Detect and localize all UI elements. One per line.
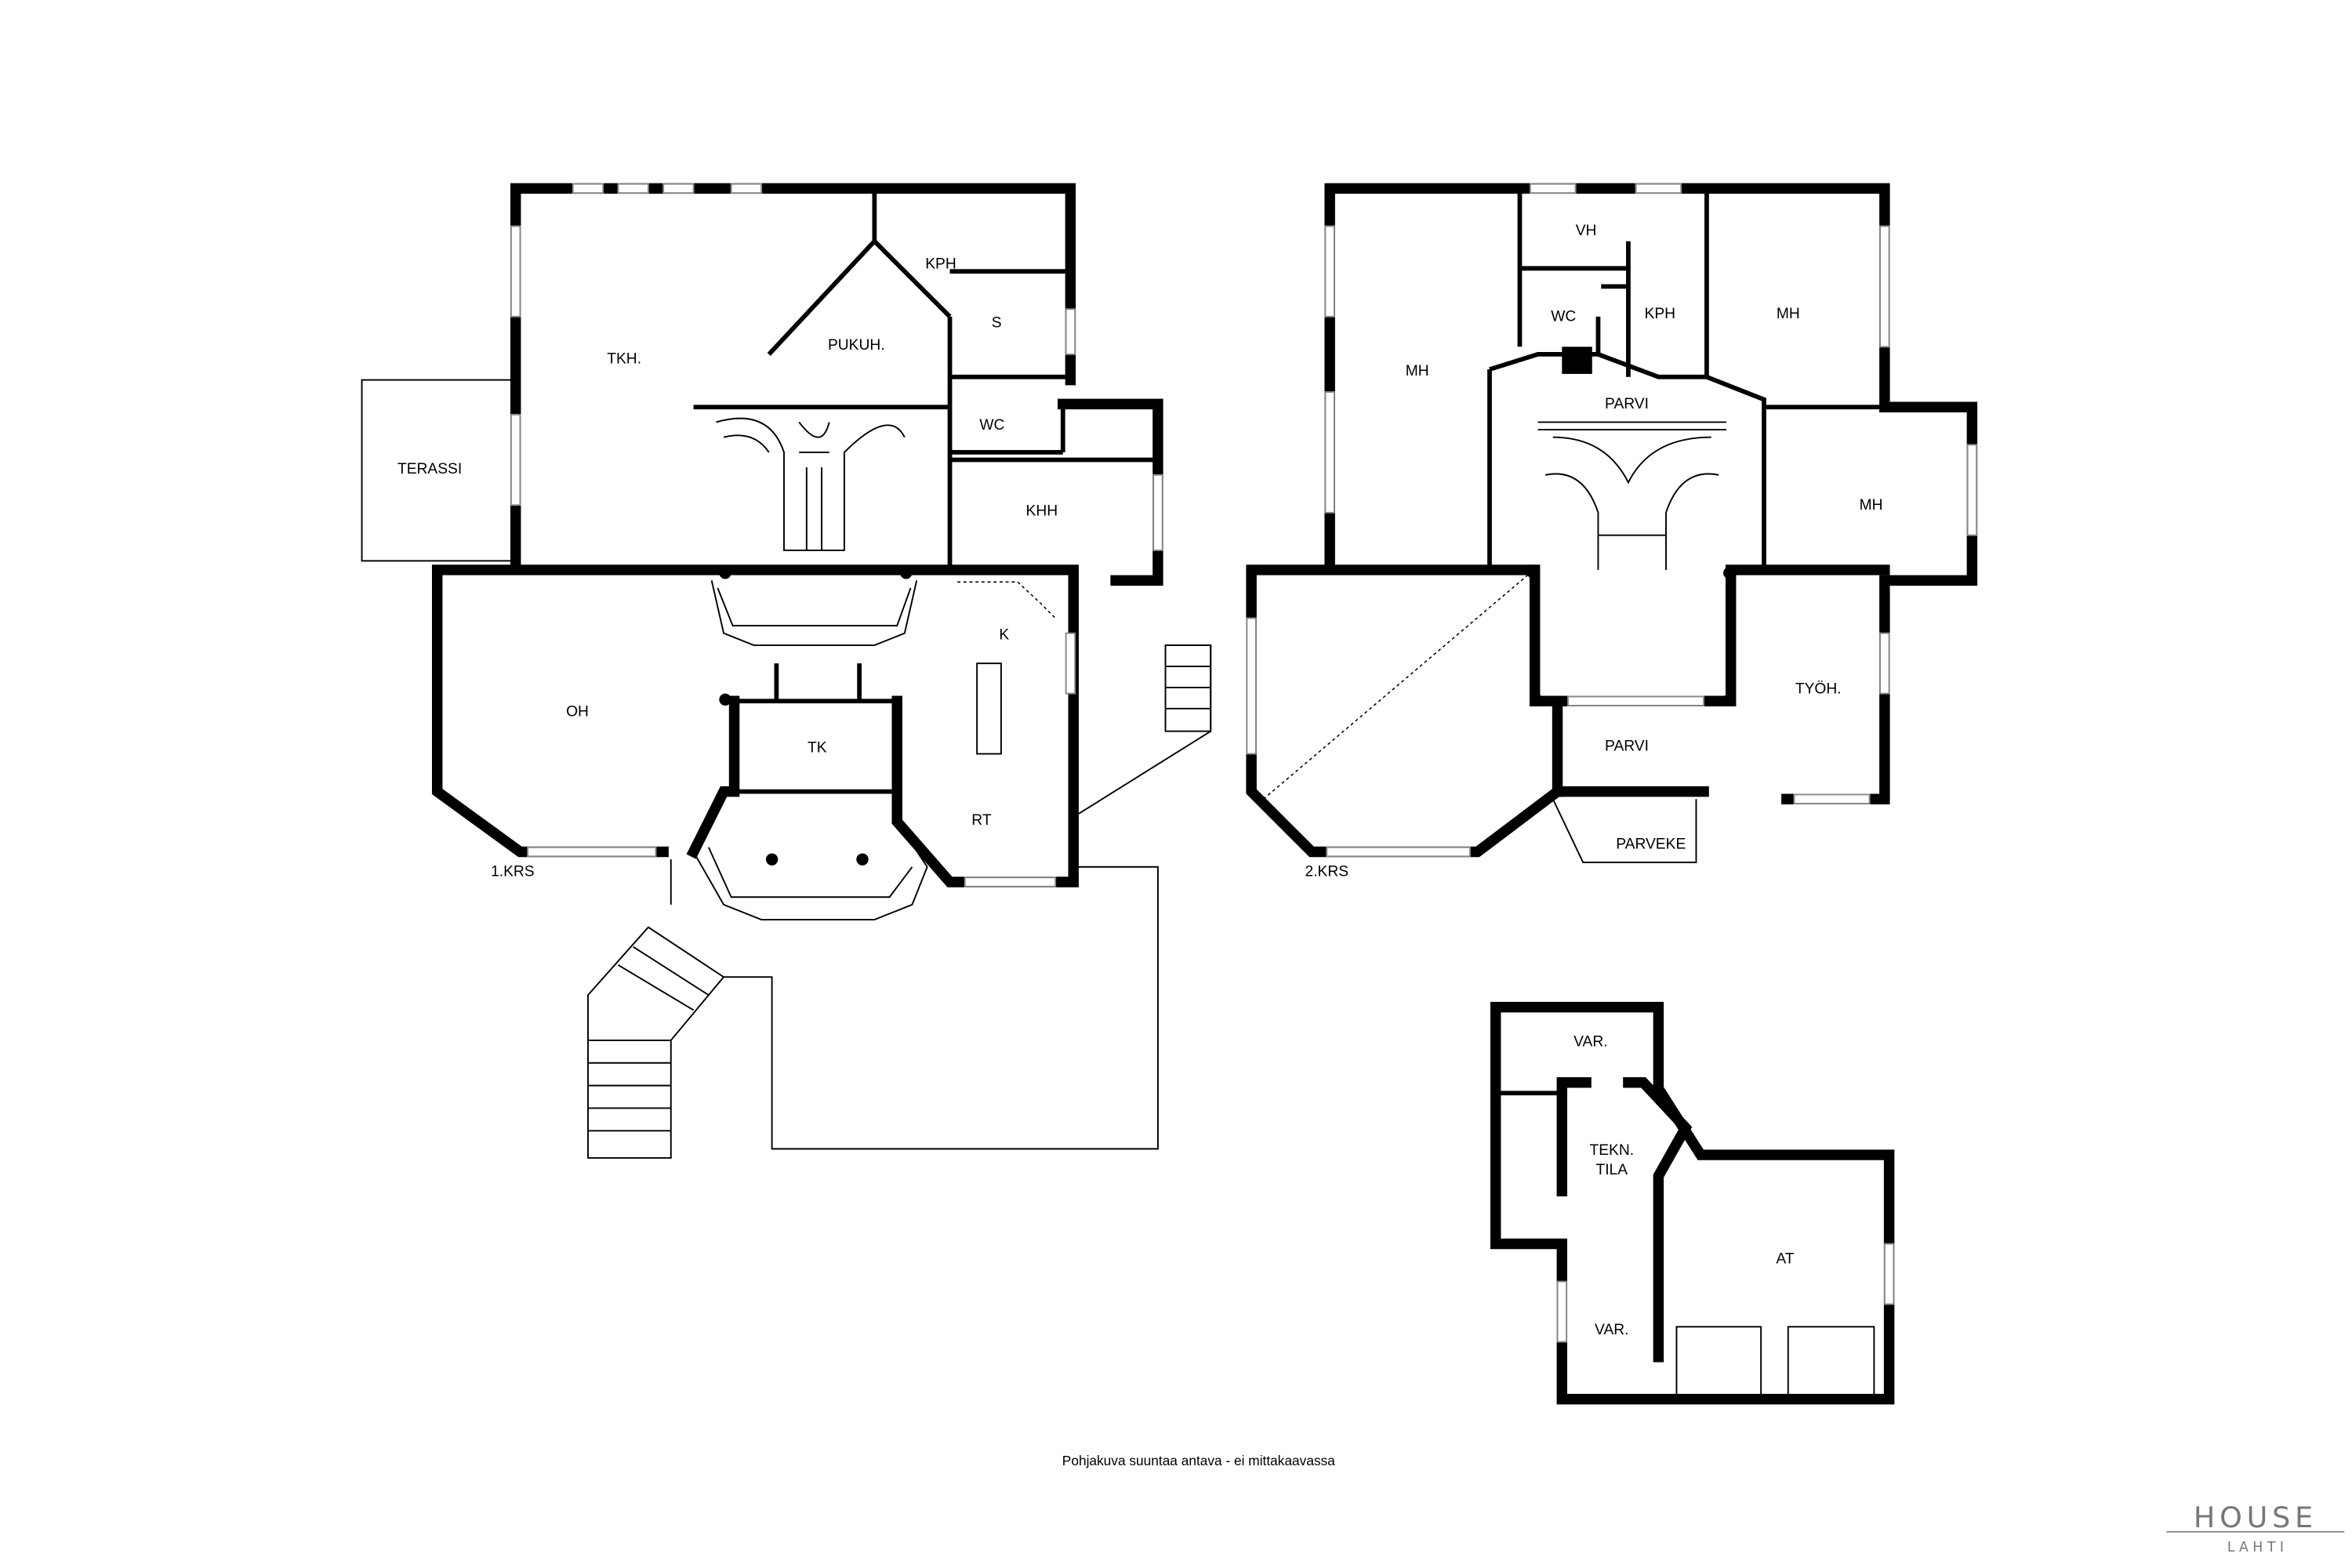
- floor-2-thin-walls: [1487, 188, 1885, 570]
- room-label: PARVEKE: [1616, 837, 1686, 853]
- floor-1-annex-walls: [1058, 398, 1163, 586]
- floor-label: 1.KRS: [491, 863, 535, 880]
- kitchen-island: [976, 662, 1002, 755]
- room-label: TYÖH.: [1795, 681, 1842, 698]
- basement-internal-walls: [1556, 1077, 1693, 1363]
- room-label: TK: [808, 740, 827, 757]
- room-label: S: [992, 314, 1002, 331]
- room-label: AT: [1776, 1251, 1794, 1268]
- room-label: MH: [1860, 497, 1883, 514]
- logo-sub: L A H T I: [2227, 1540, 2284, 1555]
- windows: [1556, 1243, 1895, 1343]
- garage-door-left: [1675, 1326, 1762, 1400]
- outdoor-stairs: [587, 926, 725, 1159]
- room-label: WC: [979, 417, 1004, 434]
- room-label: TERASSI: [397, 461, 462, 477]
- room-label: VAR.: [1595, 1322, 1628, 1338]
- room-label: PARVI: [1605, 396, 1649, 412]
- floor-1-plan: TKH. PUKUH. KPH S WC KHH TERASSI OH TK K…: [361, 183, 1212, 1159]
- room-label: KHH: [1026, 503, 1058, 520]
- house-lahti-logo: HOUSE L A H T I: [2166, 1501, 2345, 1555]
- room-label: WC: [1551, 309, 1576, 325]
- room-label: K: [999, 626, 1009, 643]
- logo-main: HOUSE: [2194, 1501, 2318, 1534]
- floor-2-staircase: [1537, 421, 1726, 570]
- front-porch: [692, 821, 928, 921]
- room-label: TKH.: [607, 350, 641, 367]
- rear-porch: [710, 580, 918, 647]
- room-label: KPH: [925, 256, 956, 272]
- floor-1-lower-walls: [431, 564, 1079, 887]
- floor-1-labels: TKH. PUKUH. KPH S WC KHH TERASSI OH TK K…: [397, 256, 1058, 880]
- room-label: KPH: [1645, 306, 1676, 322]
- windows: [1246, 183, 1978, 858]
- room-label: RT: [971, 812, 992, 829]
- room-label: PARVI: [1605, 739, 1649, 755]
- room-label: PUKUH.: [828, 337, 885, 354]
- room-label: VAR.: [1573, 1034, 1607, 1051]
- room-label: TEKN.: [1589, 1142, 1634, 1159]
- garage-door-right: [1787, 1326, 1875, 1400]
- basement-outer-walls: [1490, 1001, 1895, 1405]
- room-label: MH: [1777, 306, 1800, 322]
- floor-1-upper-walls: [510, 183, 1076, 567]
- floor-1-staircase: [716, 417, 906, 551]
- floor-2-labels: VH WC KPH MH MH PARVI MH PARVI TYÖH. PAR…: [1305, 223, 1883, 880]
- side-stairs: [1164, 644, 1212, 732]
- footer-note: Pohjakuva suuntaa antava - ei mittakaava…: [1062, 1453, 1335, 1468]
- floor-2-plan: VH WC KPH MH MH PARVI MH PARVI TYÖH. PAR…: [1246, 183, 1978, 880]
- room-label: OH: [566, 703, 589, 720]
- parveke-outline: [1552, 798, 1697, 863]
- floor-3-plan: VAR. TEKN. TILA VAR. AT: [1490, 1001, 1895, 1405]
- windows: [510, 183, 1163, 887]
- room-label: TILA: [1595, 1162, 1628, 1178]
- kitchen-counter: [957, 581, 1056, 619]
- floor-3-labels: VAR. TEKN. TILA VAR. AT: [1573, 1034, 1795, 1338]
- room-label: VH: [1576, 223, 1597, 239]
- floor-1-internal-walls: [693, 188, 1158, 794]
- room-label: MH: [1406, 363, 1429, 379]
- floor-label: 2.KRS: [1305, 863, 1349, 880]
- open-to-below-line: [1263, 572, 1531, 800]
